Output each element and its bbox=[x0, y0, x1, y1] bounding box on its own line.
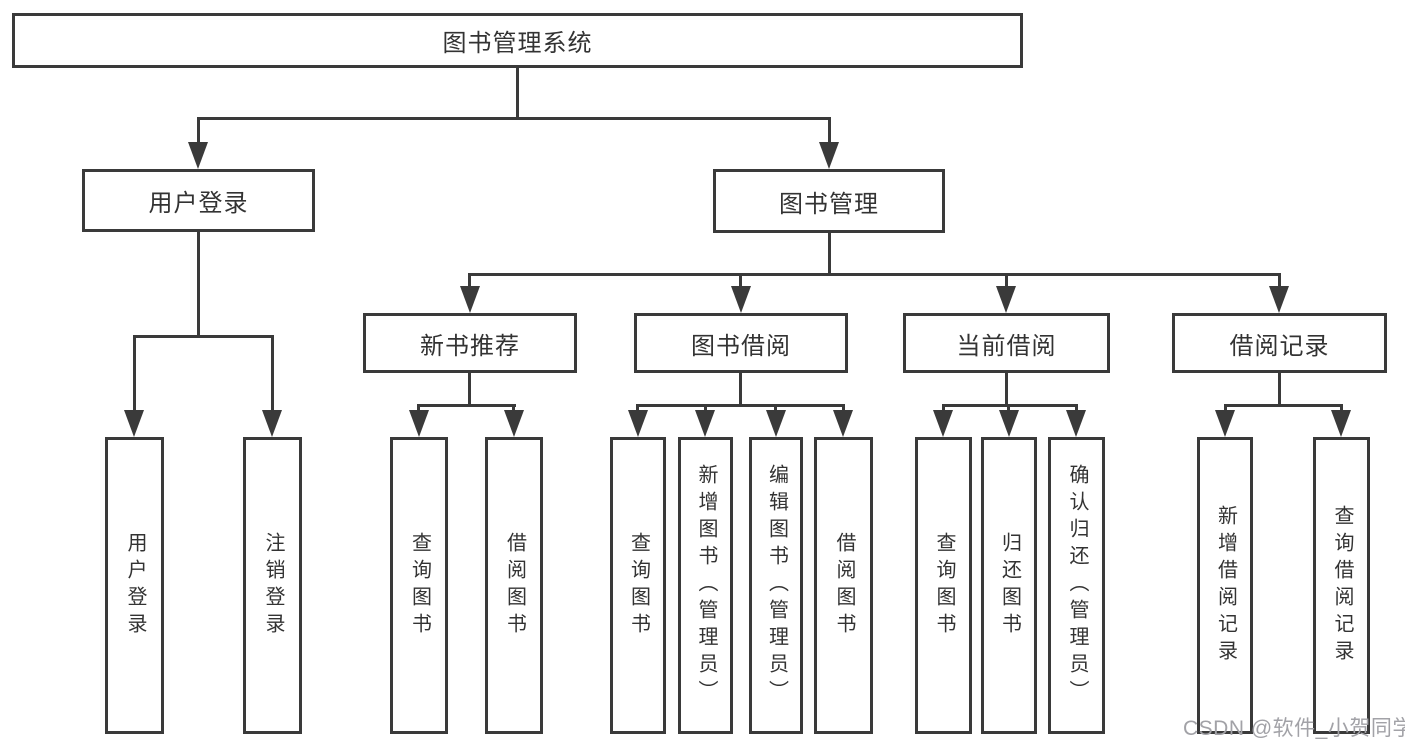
connector-new-book-stem bbox=[468, 373, 471, 407]
connector-user-login-crossbar bbox=[133, 335, 274, 338]
connector-drop-book-management bbox=[828, 120, 831, 144]
arrowhead-leaf bbox=[833, 410, 853, 437]
leaf-add-books-admin: 新增图书（管理员） bbox=[678, 437, 733, 734]
leaf-add-borrow-record: 新增借阅记录 bbox=[1197, 437, 1253, 734]
leaf-label: 归还图书 bbox=[998, 531, 1021, 640]
connector-drop-current-borrow bbox=[1005, 276, 1008, 288]
node-user-login: 用户登录 bbox=[82, 169, 315, 232]
connector-root-stem bbox=[516, 68, 519, 120]
node-label: 图书管理系统 bbox=[442, 30, 593, 57]
node-book-management: 图书管理 bbox=[713, 169, 945, 233]
node-new-book-recommend: 新书推荐 bbox=[363, 313, 577, 373]
arrowhead-leaf bbox=[628, 410, 648, 437]
arrowhead-leaf bbox=[1066, 410, 1086, 437]
leaf-label: 查询图书 bbox=[408, 531, 431, 640]
connector-root-crossbar bbox=[197, 117, 831, 120]
connector-drop-leaf-logout bbox=[271, 338, 274, 412]
connector-drop bbox=[842, 405, 845, 413]
arrowhead-leaf bbox=[999, 410, 1019, 437]
connector-current-borrow-stem bbox=[1005, 373, 1008, 407]
connector-borrow-records-crossbar bbox=[1224, 404, 1343, 407]
leaf-return-books: 归还图书 bbox=[981, 437, 1037, 734]
node-label: 图书借阅 bbox=[691, 332, 791, 360]
connector-drop-user-login bbox=[197, 120, 200, 144]
leaf-query-books-recommend: 查询图书 bbox=[390, 437, 448, 734]
leaf-borrow-books-recommend: 借阅图书 bbox=[485, 437, 543, 734]
connector-drop bbox=[1075, 405, 1078, 413]
node-label: 借阅记录 bbox=[1229, 332, 1330, 360]
connector-book-mgmt-stem bbox=[828, 233, 831, 276]
connector-drop bbox=[636, 405, 639, 413]
connector-drop-leaf-login bbox=[133, 338, 136, 412]
connector-drop bbox=[942, 405, 945, 413]
arrowhead-book-borrow bbox=[731, 286, 751, 313]
leaf-label: 新增借阅记录 bbox=[1214, 504, 1237, 667]
connector-drop bbox=[1007, 405, 1010, 413]
leaf-label: 用户登录 bbox=[124, 531, 146, 640]
leaf-logout: 注销登录 bbox=[243, 437, 302, 734]
leaf-label: 新增图书（管理员） bbox=[695, 464, 717, 707]
leaf-label: 确认归还（管理员） bbox=[1066, 464, 1088, 707]
node-label: 用户登录 bbox=[148, 190, 249, 217]
leaf-label: 注销登录 bbox=[262, 531, 284, 640]
connector-drop-new-book bbox=[468, 276, 471, 288]
arrowhead-borrow-record bbox=[1269, 286, 1289, 313]
connector-book-borrow-crossbar bbox=[636, 404, 845, 407]
node-library-management-system: 图书管理系统 bbox=[12, 13, 1023, 68]
arrowhead-leaf bbox=[766, 410, 786, 437]
connector-current-borrow-crossbar bbox=[942, 404, 1078, 407]
arrowhead-user-login bbox=[188, 142, 208, 169]
node-book-borrow: 图书借阅 bbox=[634, 313, 848, 373]
connector-new-book-crossbar bbox=[417, 404, 516, 407]
arrowhead-leaf bbox=[1331, 410, 1351, 437]
connector-drop bbox=[774, 405, 777, 413]
arrowhead-new-book bbox=[460, 286, 480, 313]
leaf-label: 查询图书 bbox=[627, 531, 650, 640]
connector-book-borrow-stem bbox=[739, 373, 742, 407]
connector-book-mgmt-crossbar bbox=[468, 273, 1281, 276]
leaf-query-books-borrow: 查询图书 bbox=[610, 437, 666, 734]
connector-borrow-records-stem bbox=[1278, 373, 1281, 407]
leaf-query-borrow-record: 查询借阅记录 bbox=[1313, 437, 1370, 734]
arrowhead-leaf-login bbox=[124, 410, 144, 437]
leaf-edit-books-admin: 编辑图书（管理员） bbox=[749, 437, 803, 734]
arrowhead-leaf bbox=[504, 410, 524, 437]
leaf-confirm-return-admin: 确认归还（管理员） bbox=[1048, 437, 1105, 734]
node-label: 新书推荐 bbox=[420, 332, 520, 360]
leaf-borrow-books: 借阅图书 bbox=[814, 437, 873, 734]
leaf-label: 查询图书 bbox=[933, 531, 955, 640]
arrowhead-book-management bbox=[819, 142, 839, 169]
arrowhead-leaf-logout bbox=[262, 410, 282, 437]
connector-drop-book-borrow bbox=[739, 276, 742, 288]
arrowhead-leaf bbox=[409, 410, 429, 437]
leaf-label: 借阅图书 bbox=[833, 531, 855, 640]
leaf-user-login: 用户登录 bbox=[105, 437, 164, 734]
arrowhead-leaf bbox=[1215, 410, 1235, 437]
watermark: CSDN @软件_小贺同学 bbox=[1183, 717, 1405, 740]
connector-drop bbox=[1340, 405, 1343, 413]
node-label: 当前借阅 bbox=[956, 332, 1057, 360]
connector-drop bbox=[704, 405, 707, 413]
connector-drop bbox=[512, 405, 515, 413]
connector-drop bbox=[417, 405, 420, 413]
arrowhead-leaf bbox=[933, 410, 953, 437]
arrowhead-leaf bbox=[695, 410, 715, 437]
connector-user-login-stem bbox=[197, 232, 200, 338]
leaf-query-books-current: 查询图书 bbox=[915, 437, 972, 734]
node-borrow-records: 借阅记录 bbox=[1172, 313, 1387, 373]
arrowhead-current-borrow bbox=[996, 286, 1016, 313]
connector-drop bbox=[1224, 405, 1227, 413]
connector-drop-borrow-record bbox=[1278, 276, 1281, 288]
leaf-label: 借阅图书 bbox=[503, 531, 526, 640]
leaf-label: 查询借阅记录 bbox=[1331, 504, 1353, 667]
node-current-borrow: 当前借阅 bbox=[903, 313, 1110, 373]
leaf-label: 编辑图书（管理员） bbox=[765, 464, 788, 707]
node-label: 图书管理 bbox=[779, 190, 879, 218]
